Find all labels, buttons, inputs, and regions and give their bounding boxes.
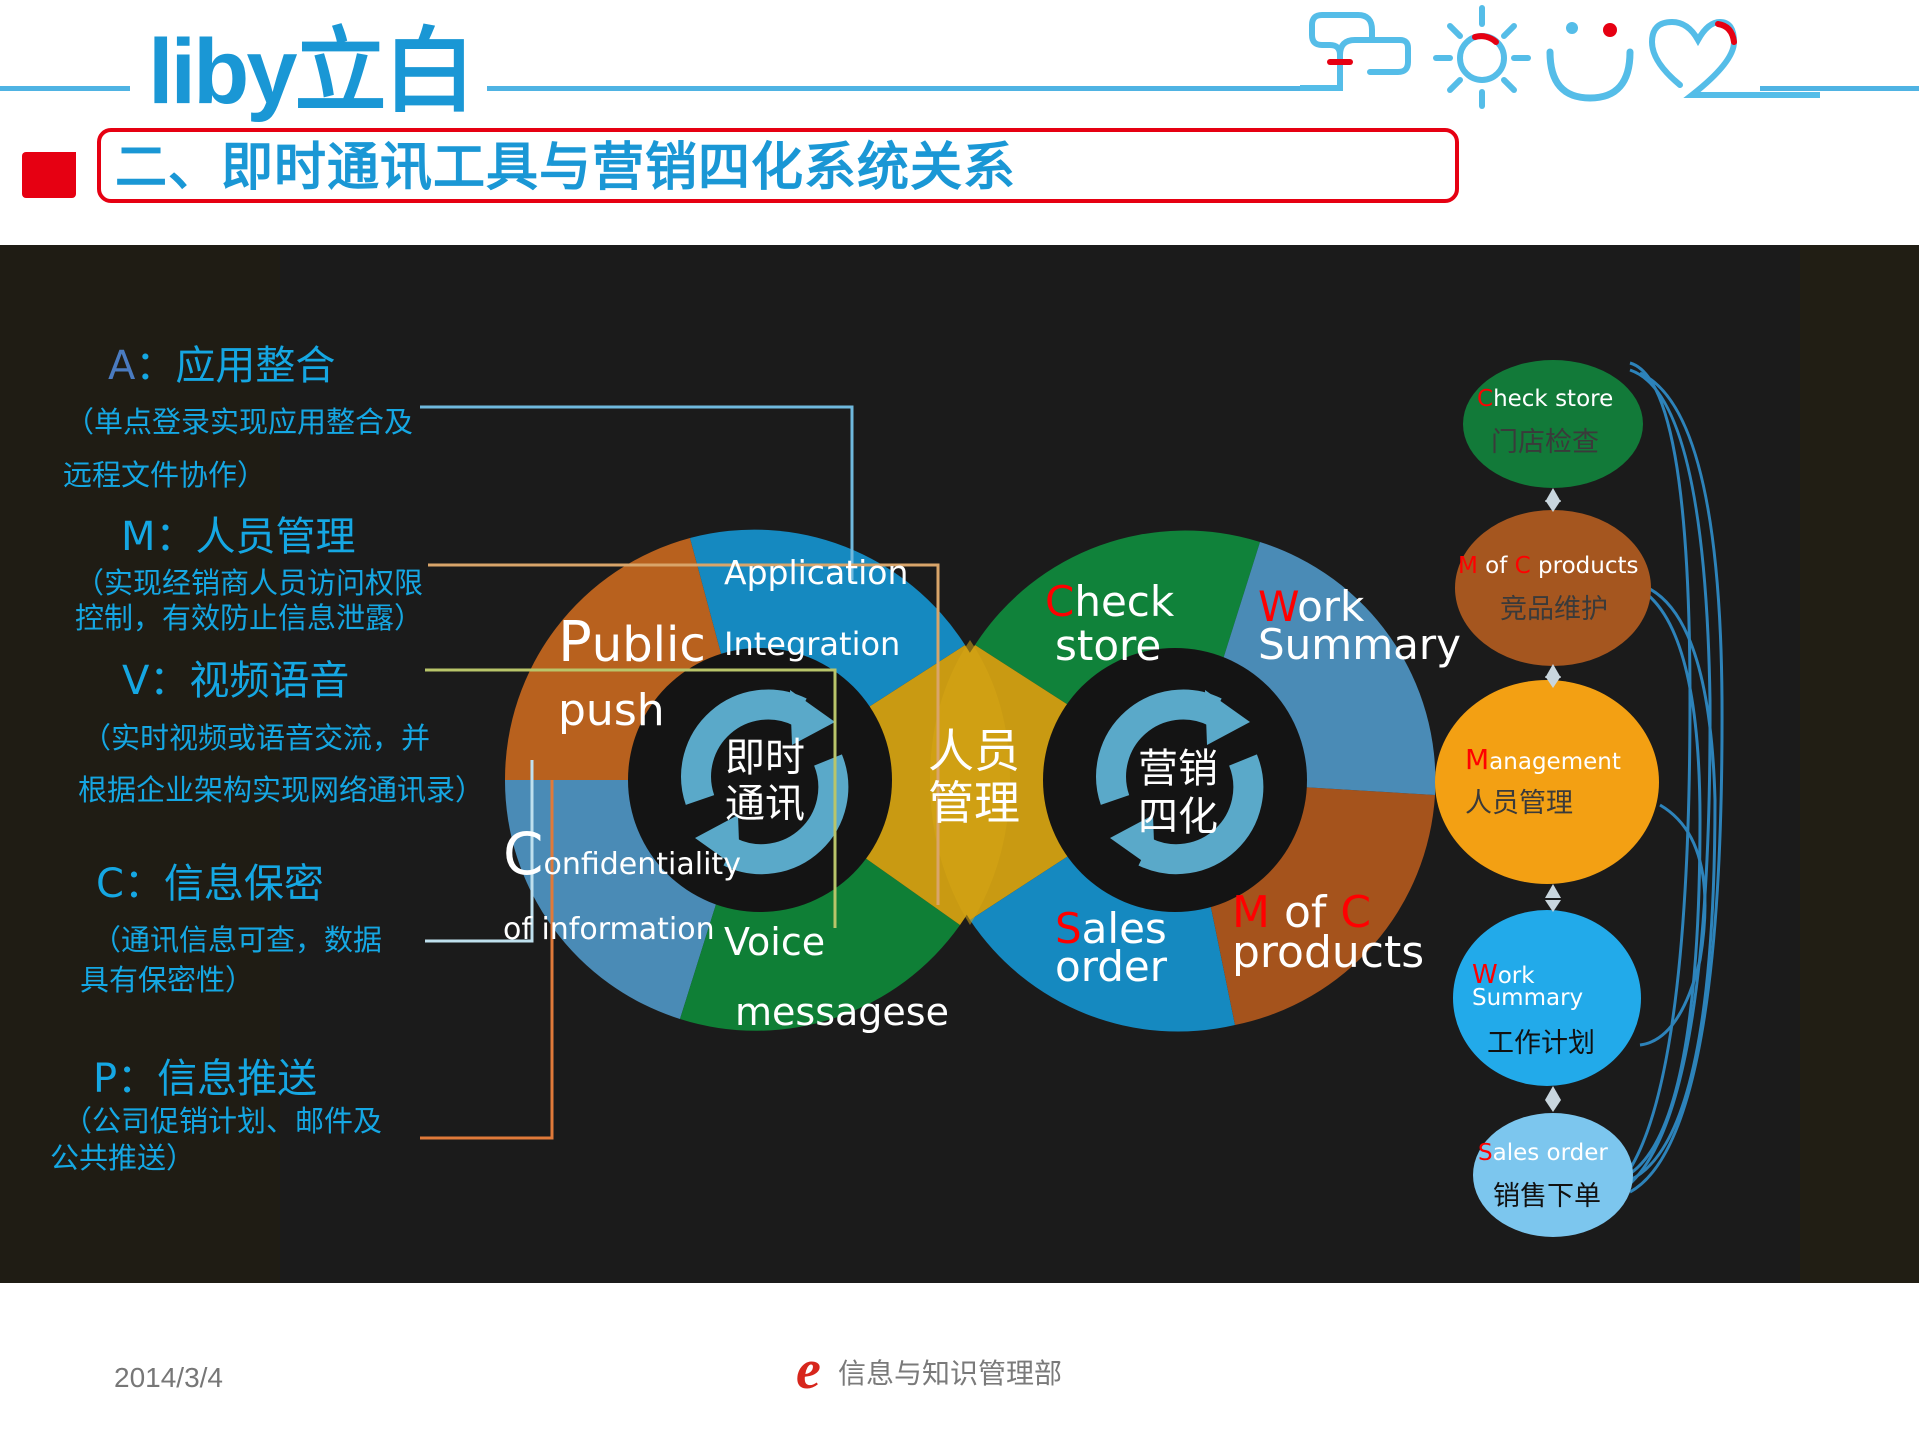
segment-application-line1: Application — [724, 553, 909, 592]
node-arrows — [1545, 488, 1561, 1112]
segment-voice-line1: Voice — [724, 920, 826, 964]
legend-a-desc-line2: 远程文件协作） — [63, 458, 267, 492]
segment-public-push-line1: Public — [558, 610, 706, 675]
legend-c-desc-line2: 具有保密性） — [80, 963, 255, 997]
header-icon-strip — [1300, 5, 1820, 109]
footer-date: 2014/3/4 — [114, 1362, 223, 1393]
legend-a-desc-line1: （单点登录实现应用整合及 — [65, 405, 414, 439]
legend-p-heading: P：信息推送 — [93, 1056, 318, 1102]
venn-diagram-graphic — [420, 360, 1724, 1237]
footer-department: 信息与知识管理部 — [838, 1357, 1063, 1390]
header-rule-middle — [487, 86, 1327, 91]
segment-confidentiality-line2: of information — [503, 912, 715, 947]
title-bullet-square — [22, 152, 76, 198]
legend-v-desc-line1: （实时视频或语音交流，并 — [82, 721, 431, 755]
legend-a-heading: A：应用整合 — [108, 343, 336, 389]
legend-m-heading: M：人员管理 — [121, 514, 356, 560]
segment-sales-order: Sales order — [1055, 904, 1167, 991]
connector-lines — [420, 405, 940, 1140]
brand-logo: liby立白 — [148, 21, 476, 123]
segment-check-store: Check store — [1045, 577, 1175, 670]
page-title: 二、即时通讯工具与营销四化系统关系 — [115, 138, 1017, 198]
segment-confidentiality-line1: Confidentiality — [503, 820, 741, 888]
logo-latin: liby — [148, 21, 297, 123]
header-rule-left — [0, 86, 130, 91]
department-logo-icon: e — [796, 1339, 821, 1401]
refresh-icon-left — [681, 689, 849, 875]
legend-c-heading: C：信息保密 — [96, 861, 324, 907]
segment-public-push-line2: push — [558, 685, 665, 736]
left-center-label: 即时 通讯 — [725, 735, 805, 827]
chat-bubbles-icon — [1300, 12, 1411, 91]
refresh-icon-right — [1096, 689, 1264, 875]
legend-c-desc-line1: （通讯信息可查，数据 — [92, 923, 383, 957]
legend-p-desc-line2: 公共推送） — [50, 1141, 196, 1175]
segment-voice-line2: messagese — [735, 990, 949, 1034]
overlap-lens — [930, 640, 1010, 925]
overlap-label: 人员 管理 — [928, 724, 1020, 830]
node-ellipses — [1435, 360, 1659, 1237]
header-rule-right — [1760, 86, 1919, 91]
legend-m-desc-line2: 控制，有效防止信息泄露） — [75, 601, 424, 635]
heart-icon — [1648, 18, 1820, 98]
sun-icon — [1433, 5, 1531, 109]
right-center-label: 营销 四化 — [1138, 746, 1218, 840]
legend-v-heading: V：视频语音 — [122, 658, 350, 704]
smile-icon — [1546, 22, 1634, 102]
legend-p-desc-line1: （公司促销计划、邮件及 — [63, 1104, 383, 1138]
node-link-arcs — [1618, 361, 1724, 1194]
segment-m-of-c-products: M of C products — [1232, 887, 1425, 978]
legend-v-desc-line2: 根据企业架构实现网络通讯录） — [78, 773, 485, 807]
segment-application-line2: Integration — [724, 625, 901, 663]
panel-left-tint — [0, 245, 280, 1283]
panel-right-tint — [1800, 245, 1919, 1283]
legend-m-desc-line1: （实现经销商人员访问权限 — [75, 566, 424, 600]
logo-cjk: 立白 — [294, 21, 475, 123]
segment-work-summary: Work Summary — [1258, 582, 1461, 669]
title-frame — [97, 128, 1459, 203]
